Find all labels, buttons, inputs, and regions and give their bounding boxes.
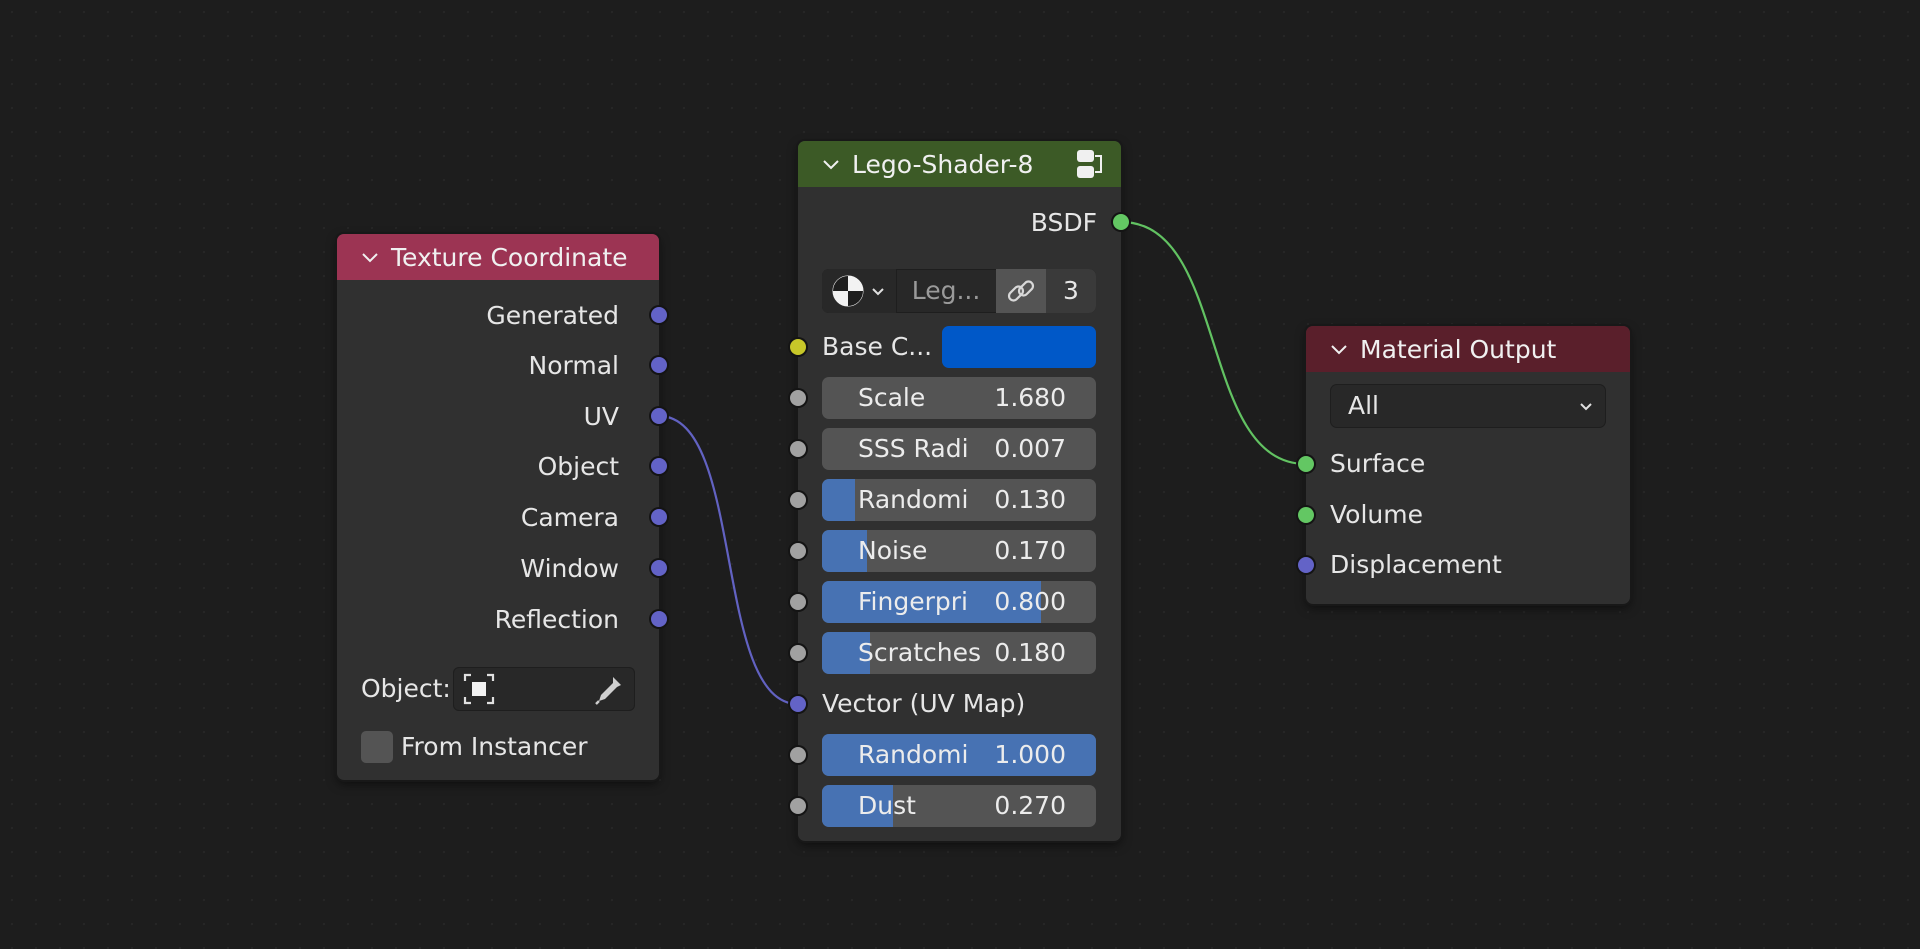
scratches-socket[interactable] (790, 645, 806, 661)
node-group-icon[interactable] (1073, 147, 1107, 181)
bsdf-to-surface-link (1120, 220, 1307, 466)
base-color-swatch[interactable] (942, 326, 1096, 368)
vector-label: Vector (UV Map) (822, 689, 1026, 718)
camera-socket[interactable] (651, 509, 667, 525)
eyedropper-icon[interactable] (593, 673, 625, 705)
scratches-slider[interactable]: Scratches 0.180 (822, 632, 1096, 674)
displacement-socket[interactable] (1298, 557, 1314, 573)
randomize-slider[interactable]: Randomi 0.130 (822, 479, 1096, 521)
lego-shader-node[interactable]: Lego-Shader-8 BSDF Leg... 3 (790, 141, 1129, 841)
material-output-header[interactable]: Material Output (1306, 326, 1630, 372)
base-color-socket[interactable] (790, 339, 806, 355)
slider-fill (822, 632, 870, 674)
lego-shader-header[interactable]: Lego-Shader-8 (798, 141, 1121, 187)
generated-socket[interactable] (651, 307, 667, 323)
vector-socket[interactable] (790, 696, 806, 712)
randomize-2-socket[interactable] (790, 747, 806, 763)
output-window: Window (520, 553, 619, 583)
uv-to-vector-link (658, 414, 799, 706)
datablock-selector[interactable]: Leg... 3 (822, 269, 1096, 313)
slider-fill (822, 479, 855, 521)
surface-socket[interactable] (1298, 456, 1314, 472)
scale-socket[interactable] (790, 390, 806, 406)
sss-radius-slider[interactable]: SSS Radi 0.007 (822, 428, 1096, 470)
node-title: Texture Coordinate (391, 242, 628, 272)
node-title: Lego-Shader-8 (852, 149, 1034, 179)
material-output-node[interactable]: Material Output All Surface Volume Displ… (1298, 326, 1630, 604)
collapse-chevron-icon[interactable] (820, 153, 842, 175)
from-instancer-checkbox[interactable] (361, 731, 393, 763)
slider-fill (822, 785, 894, 827)
base-color-label: Base C... (822, 332, 933, 361)
datablock-name-field[interactable]: Leg... (911, 276, 981, 305)
object-icon (463, 673, 495, 705)
dust-socket[interactable] (790, 798, 806, 814)
collapse-chevron-icon[interactable] (359, 246, 381, 268)
slider-fill (822, 581, 1042, 623)
object-label: Object: (361, 674, 451, 703)
shader-sphere-icon (832, 275, 864, 307)
texture-coordinate-node[interactable]: Texture Coordinate Generated Normal UV O… (337, 234, 667, 780)
output-reflection: Reflection (494, 604, 619, 634)
target-selected: All (1348, 391, 1379, 420)
surface-label: Surface (1330, 449, 1426, 478)
window-socket[interactable] (651, 560, 667, 576)
volume-label: Volume (1330, 500, 1423, 529)
output-generated: Generated (486, 300, 619, 330)
fingerprints-socket[interactable] (790, 594, 806, 610)
target-dropdown[interactable]: All (1330, 384, 1606, 428)
reflection-socket[interactable] (651, 611, 667, 627)
output-uv: UV (583, 401, 619, 431)
volume-socket[interactable] (1298, 507, 1314, 523)
slider-fill (822, 734, 1096, 776)
node-title: Material Output (1360, 334, 1557, 364)
fingerprints-slider[interactable]: Fingerpri 0.800 (822, 581, 1096, 623)
object-socket[interactable] (651, 458, 667, 474)
scale-slider[interactable]: Scale 1.680 (822, 377, 1096, 419)
chevron-down-icon (872, 288, 884, 296)
output-camera: Camera (520, 502, 619, 532)
output-bsdf: BSDF (1030, 207, 1097, 237)
bsdf-socket[interactable] (1113, 214, 1129, 230)
output-object: Object (537, 451, 619, 481)
randomize-socket[interactable] (790, 492, 806, 508)
noise-slider[interactable]: Noise 0.170 (822, 530, 1096, 572)
dust-slider[interactable]: Dust 0.270 (822, 785, 1096, 827)
output-normal: Normal (528, 350, 619, 380)
material-browse-button[interactable] (822, 269, 897, 313)
fake-user-link-button[interactable] (996, 269, 1046, 313)
displacement-label: Displacement (1330, 550, 1502, 579)
randomize-2-slider[interactable]: Randomi 1.000 (822, 734, 1096, 776)
sss-radius-socket[interactable] (790, 441, 806, 457)
object-picker-field[interactable] (453, 667, 635, 711)
noise-socket[interactable] (790, 543, 806, 559)
slider-fill (822, 530, 868, 572)
from-instancer-label: From Instancer (401, 732, 588, 761)
chevron-down-icon (1580, 403, 1592, 411)
collapse-chevron-icon[interactable] (1328, 338, 1350, 360)
uv-socket[interactable] (651, 408, 667, 424)
link-icon (1007, 280, 1035, 302)
normal-socket[interactable] (651, 357, 667, 373)
users-count[interactable]: 3 (1046, 269, 1096, 313)
texture-coordinate-header[interactable]: Texture Coordinate (337, 234, 659, 280)
